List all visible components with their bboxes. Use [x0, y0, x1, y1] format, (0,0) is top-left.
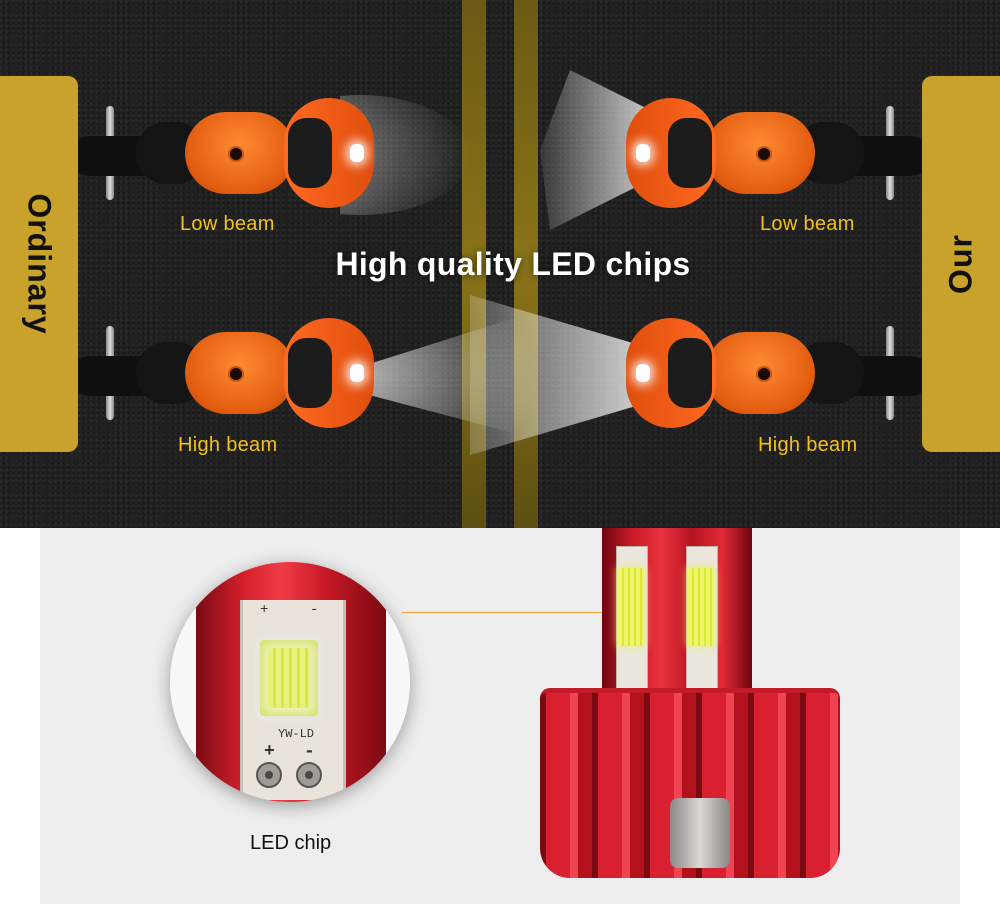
- led-chip-zoom-view: + - YW-LD + -: [170, 562, 410, 802]
- brand-mark: YW-LD: [278, 727, 315, 741]
- bulb-led-chip-left: [618, 568, 644, 646]
- ordinary-low-beam-label: Low beam: [180, 213, 275, 235]
- plus-mark-bottom: +: [264, 742, 275, 762]
- road-comparison-scene: Ordinary Our Low beam High beam Low beam…: [0, 0, 1000, 528]
- ordinary-high-beam-label: High beam: [178, 434, 278, 456]
- our-low-beam-motorcycle: [610, 88, 930, 218]
- ordinary-low-beam-motorcycle: [70, 88, 390, 218]
- led-headlight-bulb: [520, 528, 850, 904]
- led-chip-closeup: [254, 634, 324, 722]
- headline: High quality LED chips: [335, 246, 691, 282]
- minus-mark-bottom: -: [304, 742, 315, 762]
- our-side-tab: Our: [922, 76, 1000, 452]
- led-chip-caption: LED chip: [250, 832, 332, 854]
- our-high-beam-motorcycle: [610, 308, 930, 438]
- our-high-beam-label: High beam: [758, 434, 858, 456]
- our-low-beam-label: Low beam: [760, 213, 855, 235]
- callout-line: [402, 612, 612, 613]
- minus-mark-top: -: [310, 602, 319, 618]
- solder-pad-right: [296, 762, 322, 788]
- bulb-led-chip-right: [688, 568, 714, 646]
- plus-mark-top: +: [260, 602, 269, 618]
- solder-pad-left: [256, 762, 282, 788]
- bulb-socket: [670, 798, 730, 868]
- ordinary-side-tab: Ordinary: [0, 76, 78, 452]
- ordinary-high-beam-motorcycle: [70, 308, 390, 438]
